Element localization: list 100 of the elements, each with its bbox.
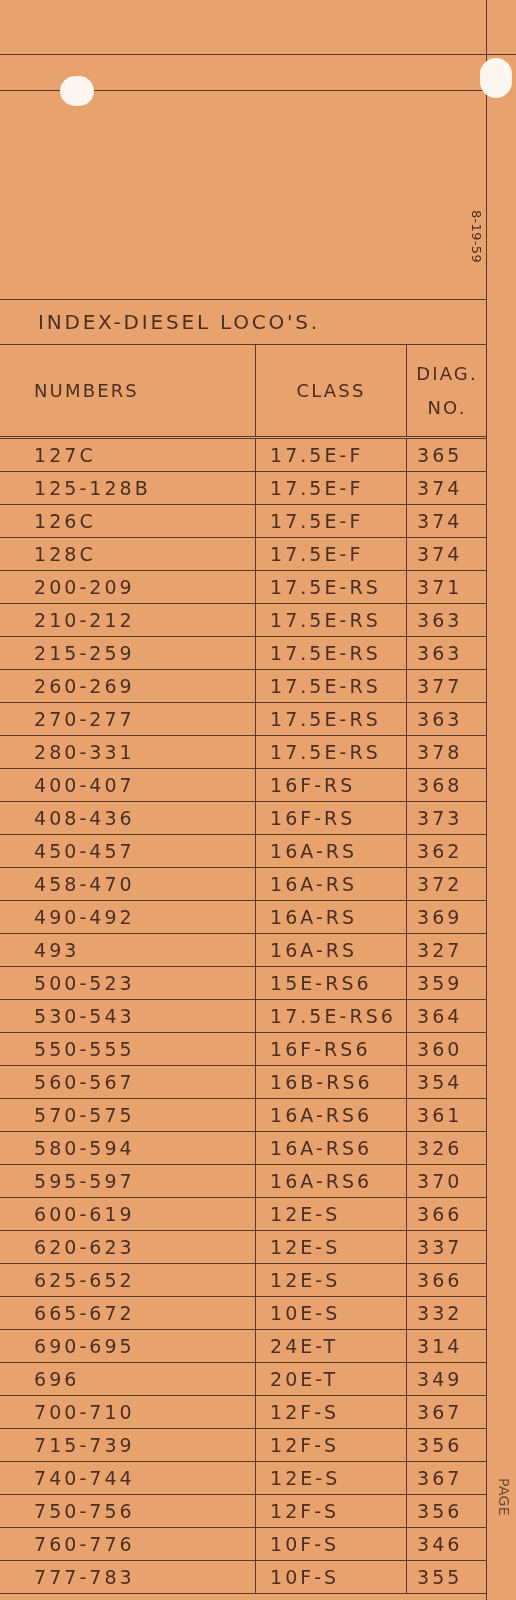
table-cell: 15E-RS6 [255, 967, 406, 999]
table-cell-text: 690-695 [33, 1333, 136, 1359]
table-cell-text: 580-594 [33, 1135, 136, 1161]
table-cell: 366 [406, 1264, 487, 1296]
table-cell-text: 530-543 [33, 1003, 136, 1029]
table-cell-text: 696 [33, 1366, 81, 1392]
table-cell: 363 [406, 637, 487, 669]
table-cell: 360 [406, 1033, 487, 1065]
table-cell: 12F-S [255, 1396, 406, 1428]
table-cell: 12E-S [255, 1264, 406, 1296]
table-cell: 367 [406, 1396, 487, 1428]
table-cell: 374 [406, 472, 487, 504]
column-header: NUMBERS [33, 379, 140, 403]
table-cell: 16A-RS [255, 934, 406, 966]
table-cell: 10F-S [255, 1561, 406, 1593]
table-cell-text: 740-744 [33, 1465, 136, 1491]
table-cell: 377 [406, 670, 487, 702]
table-cell: 10F-S [255, 1528, 406, 1560]
table-cell: 364 [406, 1000, 487, 1032]
table-cell: 17.5E-F [255, 505, 406, 537]
table-cell: 17.5E-RS [255, 604, 406, 636]
table-cell-text: 625-652 [33, 1267, 136, 1293]
table-cell: 16A-RS6 [255, 1132, 406, 1164]
table-cell-text: 665-672 [33, 1300, 136, 1326]
table-title: INDEX-DIESEL LOCO'S. [0, 299, 487, 344]
table-cell-text: 450-457 [33, 838, 136, 864]
table-cell: 372 [406, 868, 487, 900]
table-cell: 16A-RS [255, 868, 406, 900]
table-cell: 370 [406, 1165, 487, 1197]
page-note: PAGE [495, 1478, 513, 1516]
table-cell-text: 490-492 [33, 904, 136, 930]
table-cell: 16F-RS6 [255, 1033, 406, 1065]
table-cell-text: 125-128B [33, 475, 152, 501]
table-cell: 12E-S [255, 1231, 406, 1263]
table-cell: 374 [406, 538, 487, 570]
table-cell: 12F-S [255, 1495, 406, 1527]
table-cell-text: 210-212 [33, 607, 136, 633]
table-cell: 363 [406, 703, 487, 735]
table-cell: 17.5E-RS [255, 637, 406, 669]
table-cell-text: 458-470 [33, 871, 136, 897]
table-cell-text: 500-523 [33, 970, 136, 996]
table-cell-text: 715-739 [33, 1432, 136, 1458]
table-cell: 327 [406, 934, 487, 966]
table-cell-text: 270-277 [33, 706, 136, 732]
table-cell: 17.5E-RS [255, 703, 406, 735]
table-cell: 12F-S [255, 1429, 406, 1461]
table-cell: 356 [406, 1495, 487, 1527]
table-cell-text: 570-575 [33, 1102, 136, 1128]
table-cell: 374 [406, 505, 487, 537]
table-cell: 367 [406, 1462, 487, 1494]
table-cell: 17.5E-RS [255, 670, 406, 702]
table-cell: 10E-S [255, 1297, 406, 1329]
table-cell: 373 [406, 802, 487, 834]
table-cell: 378 [406, 736, 487, 768]
table-cell: 16A-RS [255, 835, 406, 867]
table-cell-text: 595-597 [33, 1168, 136, 1194]
date-note: 8-19-59 [467, 210, 485, 263]
table-cell: 16F-RS [255, 769, 406, 801]
table-cell: 356 [406, 1429, 487, 1461]
table-cell-text: 128C [33, 541, 97, 567]
table-cell: 371 [406, 571, 487, 603]
table-cell-text: 260-269 [33, 673, 136, 699]
table-cell: 17.5E-RS [255, 736, 406, 768]
table-cell: 17.5E-F [255, 439, 406, 471]
table-cell-text: 215-259 [33, 640, 136, 666]
table-cell-text: 777-783 [33, 1564, 136, 1590]
table-cell-text: 700-710 [33, 1399, 136, 1425]
table-cell: 354 [406, 1066, 487, 1098]
table-cell: 366 [406, 1198, 487, 1230]
table-cell: 16A-RS [255, 901, 406, 933]
table-cell: 17.5E-RS6 [255, 1000, 406, 1032]
table-cell: 12E-S [255, 1462, 406, 1494]
table-cell: 346 [406, 1528, 487, 1560]
column-header: DIAG. NO. [406, 345, 487, 436]
table-cell: 16B-RS6 [255, 1066, 406, 1098]
table-cell: 355 [406, 1561, 487, 1593]
table-cell: 17.5E-RS [255, 571, 406, 603]
table-cell-text: 400-407 [33, 772, 136, 798]
column-header: CLASS [255, 345, 406, 436]
table-cell: 20E-T [255, 1363, 406, 1395]
table-cell: 368 [406, 769, 487, 801]
table-cell: 337 [406, 1231, 487, 1263]
table-cell: 349 [406, 1363, 487, 1395]
table-cell-text: 760-776 [33, 1531, 136, 1557]
table-cell-text: 126C [33, 508, 97, 534]
table-cell: 17.5E-F [255, 472, 406, 504]
table-cell: 16A-RS6 [255, 1099, 406, 1131]
table-cell-text: 560-567 [33, 1069, 136, 1095]
table-cell: 314 [406, 1330, 487, 1362]
table-cell: 12E-S [255, 1198, 406, 1230]
table-cell-text: 127C [33, 442, 97, 468]
table-cell: 16F-RS [255, 802, 406, 834]
table-cell: 362 [406, 835, 487, 867]
table-cell-text: 200-209 [33, 574, 136, 600]
table-cell: 363 [406, 604, 487, 636]
table-cell-text: 408-436 [33, 805, 136, 831]
table-cell: 24E-T [255, 1330, 406, 1362]
table-cell: 365 [406, 439, 487, 471]
table-cell: 359 [406, 967, 487, 999]
table-cell: 17.5E-F [255, 538, 406, 570]
